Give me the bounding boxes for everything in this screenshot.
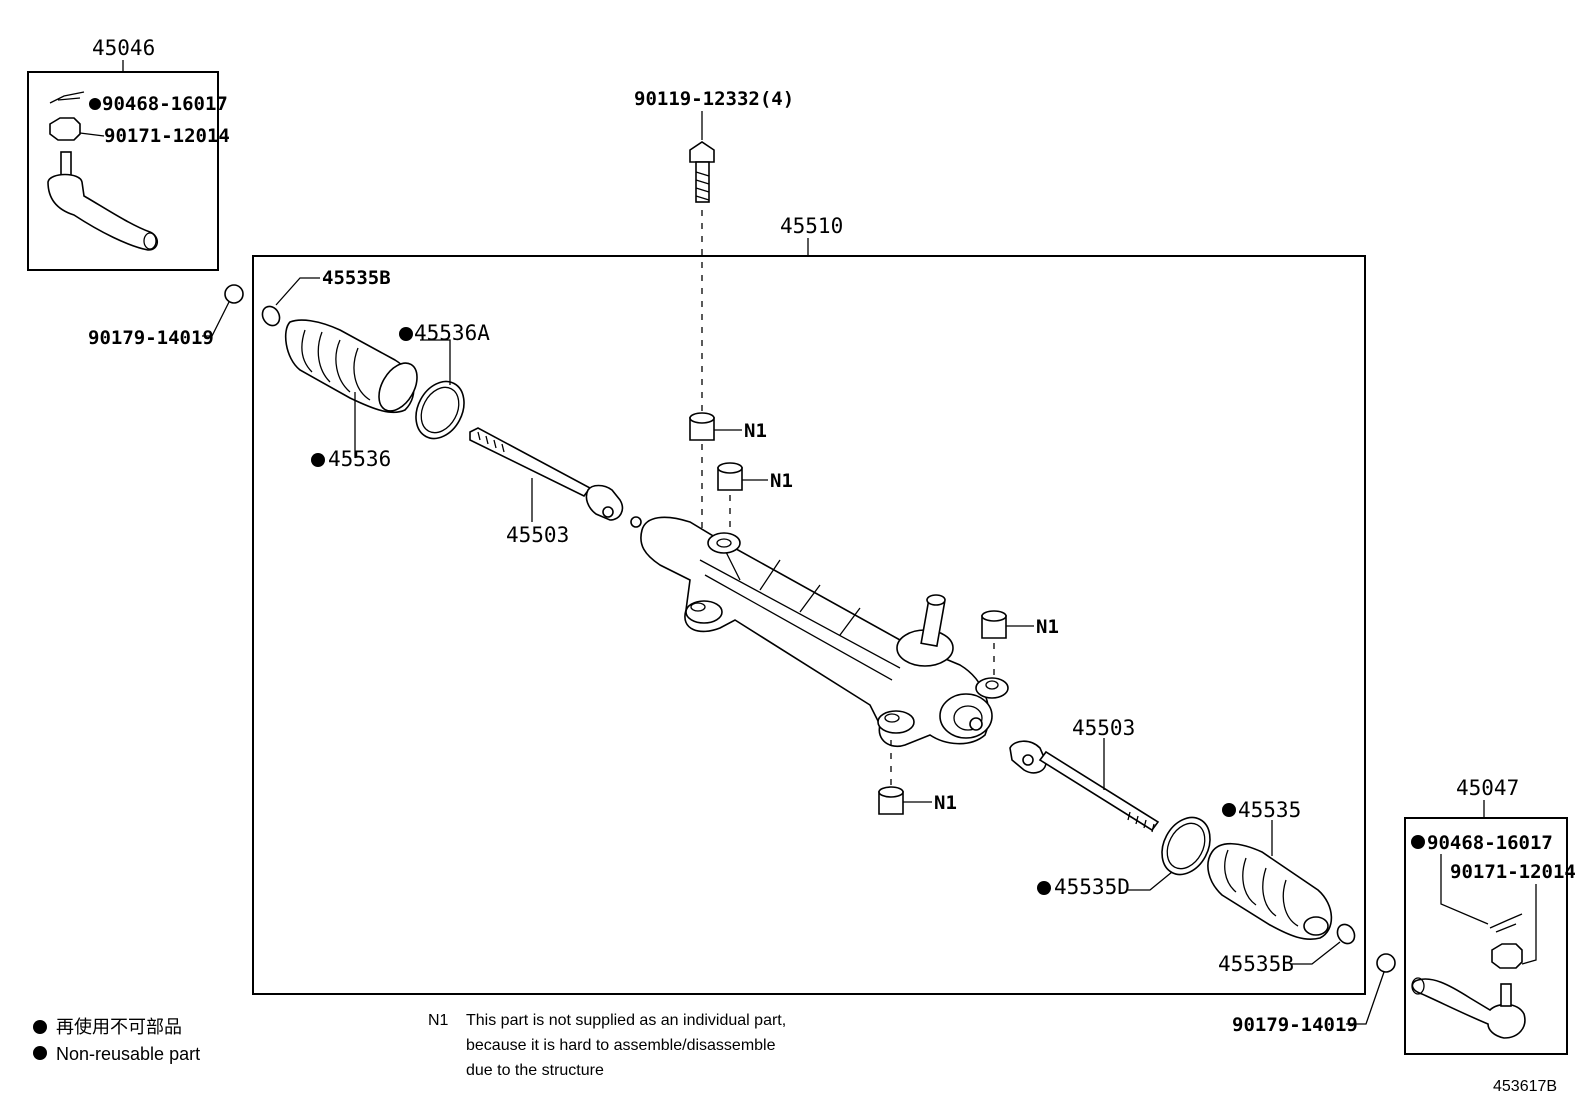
mount-bushing-left-icon [685,600,723,624]
legend-en: Non-reusable part [56,1044,200,1064]
non-reusable-dot [399,327,413,341]
label-45536[interactable]: 45536 [328,447,391,471]
clamp-left-icon [415,380,465,440]
label-n1-d[interactable]: N1 [934,792,957,814]
n1-bushing-b-group: N1 [717,462,793,530]
legend: 再使用不可部品 Non-reusable part [33,1017,200,1064]
boot-right-group: 45535D 45535 45535B [1037,798,1356,976]
ball-stud-right-icon [1500,983,1512,1007]
note-tag: N1 [428,1012,449,1029]
label-45503-left[interactable]: 45503 [506,523,569,547]
rack-end-right-icon [1038,750,1160,832]
label-90468-16017-right[interactable]: 90468-16017 [1427,832,1553,854]
label-n1-a[interactable]: N1 [744,420,767,442]
label-n1-c[interactable]: N1 [1036,616,1059,638]
label-45535D[interactable]: 45535D [1054,875,1130,899]
label-90179-14019-left[interactable]: 90179-14019 [88,327,214,349]
boot-left-group: 45535B 45536 45536A [261,267,490,471]
lock-nut-left-icon [224,284,244,304]
n1-note: N1 This part is not supplied as an indiv… [428,1012,786,1079]
n1-bushing-c-group: N1 [981,610,1059,676]
clip-left-icon [261,305,281,327]
cotter-pin-right-icon [1489,913,1523,933]
label-90179-14019-right[interactable]: 90179-14019 [1232,1014,1358,1036]
tie-rod-end-right-box [1404,817,1568,1055]
non-reusable-dot [1222,803,1236,817]
mount-bushing-top-icon [707,532,741,554]
image-code: 453617B [1493,1078,1557,1095]
label-90171-12014-left[interactable]: 90171-12014 [104,125,230,147]
label-90468-16017-left[interactable]: 90468-16017 [102,93,228,115]
tie-rod-end-left-box [27,71,219,271]
non-reusable-dot [311,453,325,467]
lock-nut-right-icon [1376,953,1396,973]
mount-bushing-right-icon [975,677,1009,699]
rack-end-right-group: 45503 [1009,716,1160,833]
n1-bushing-a-group: N1 [689,412,767,442]
n1-bushing-d-group: N1 [878,740,957,815]
steering-gear-housing-group [630,516,1009,747]
castle-nut-right-icon [1491,943,1523,969]
note-line-2: because it is hard to assemble/disassemb… [466,1037,776,1054]
label-45535[interactable]: 45535 [1238,798,1301,822]
non-reusable-dot [33,1020,47,1034]
label-90171-12014-right[interactable]: 90171-12014 [1450,861,1576,883]
non-reusable-dot [1411,835,1425,849]
tie-rod-end-left-group: 45046 90468-16017 90171-12014 [27,36,230,271]
cotter-pin-left-icon [49,91,85,104]
label-45046[interactable]: 45046 [92,36,155,60]
label-45510[interactable]: 45510 [780,214,843,238]
note-line-3: due to the structure [466,1062,604,1079]
tie-rod-end-left-icon [47,173,159,251]
rack-end-left-group: 45503 [469,427,624,547]
castle-nut-left-icon [49,117,81,141]
tie-rod-end-right-icon [1411,978,1526,1039]
mount-bushing-bottom-icon [877,710,915,734]
legend-jp: 再使用不可部品 [56,1017,182,1037]
clip-right-icon [1336,923,1356,945]
label-90119-12332[interactable]: 90119-12332(4) [634,88,794,110]
label-45047[interactable]: 45047 [1456,776,1519,800]
non-reusable-dot [89,98,101,110]
note-line-1: This part is not supplied as an individu… [466,1012,786,1029]
non-reusable-dot [1037,881,1051,895]
label-45536A[interactable]: 45536A [414,321,490,345]
label-45535B-left[interactable]: 45535B [322,267,391,289]
bolt-group: 90119-12332(4) [634,88,794,610]
bolt-head-icon [689,141,715,163]
lock-nut-left-group: 90179-14019 [88,284,244,349]
lock-nut-right-group: 90179-14019 [1232,953,1396,1036]
tie-rod-end-right-group: 45047 90468-16017 90171-12014 [1404,776,1576,1055]
gear-end-cap-icon [939,693,993,739]
steering-gear-frame [252,255,1366,995]
label-45535B-right[interactable]: 45535B [1218,952,1294,976]
label-45503-right[interactable]: 45503 [1072,716,1135,740]
label-n1-b[interactable]: N1 [770,470,793,492]
rack-end-left-icon [469,427,592,498]
boot-right-icon [1207,842,1333,941]
non-reusable-dot [33,1046,47,1060]
